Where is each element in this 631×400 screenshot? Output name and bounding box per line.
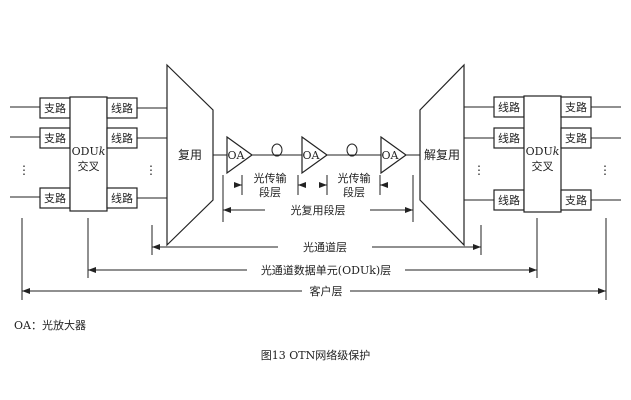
oduk-layer-label: 光通道数据单元(ODUk)层 [261, 263, 391, 277]
right-line-box: 线路 [493, 127, 525, 149]
line-label: 线路 [498, 100, 520, 114]
optical-span: OA OA OA 光传输 段层 光传输 段层 [213, 135, 420, 199]
demultiplexer: 解复用 [419, 63, 465, 247]
left-line-box: 线路 [106, 187, 138, 209]
tributary-label: 支路 [565, 132, 587, 145]
cross-label-line2: 交叉 [78, 159, 100, 173]
line-label: 线路 [498, 131, 520, 145]
optical-amplifier: OA [301, 135, 329, 175]
left-tributary-box: 支路 [39, 97, 71, 119]
fiber-coil-icon [271, 143, 283, 157]
layer-oduk: 光通道数据单元(ODUk)层 [87, 218, 538, 278]
amplifier-label: OA [382, 149, 400, 162]
demux-label: 解复用 [424, 148, 460, 162]
ellipsis-icon: ⋮ [473, 163, 485, 177]
layer-och: 光通道层 [151, 225, 482, 255]
fiber-coil-icon [346, 143, 358, 157]
och-layer-label: 光通道层 [303, 240, 347, 254]
cross-label-line2: 交叉 [532, 159, 554, 173]
line-label: 线路 [111, 191, 133, 205]
right-tributary-box: 支路 [560, 127, 592, 149]
left-line-box: 线路 [106, 97, 138, 119]
tributary-label: 支路 [565, 101, 587, 114]
left-tributary-box: 支路 [39, 187, 71, 209]
right-tributary-box: 支路 [560, 189, 592, 211]
ots-label-line2: 段层 [259, 185, 281, 199]
cross-label-line1: ODUk [526, 145, 560, 158]
tributary-label: 支路 [44, 102, 66, 115]
tributary-label: 支路 [44, 132, 66, 145]
figure-caption: 图13 OTN网络级保护 [260, 349, 371, 362]
multiplexer: 复用 [166, 63, 214, 247]
optical-amplifier: OA [226, 135, 254, 175]
amplifier-label: OA [228, 149, 246, 162]
line-label: 线路 [111, 101, 133, 115]
ots-label-line1: 光传输 [338, 171, 371, 185]
left-oduk-cross-connect: ODUk 交叉 [69, 96, 108, 212]
right-tributary-box: 支路 [560, 96, 592, 118]
right-node: 解复用 ⋮ ⋮ 线路 线路 线路 ODUk 交叉 支路 [419, 63, 621, 247]
right-line-box: 线路 [493, 96, 525, 118]
client-layer-label: 客户层 [310, 284, 343, 298]
amplifier-label: OA [303, 149, 321, 162]
mux-label: 复用 [178, 148, 202, 162]
ots-label-line2: 段层 [343, 185, 365, 199]
right-line-box: 线路 [493, 189, 525, 211]
left-node: 支路 支路 支路 ODUk 交叉 线路 线路 线路 [10, 63, 214, 247]
line-label: 线路 [111, 131, 133, 145]
legend: OA：光放大器 [14, 319, 86, 332]
oms-layer-label: 光复用段层 [291, 203, 346, 217]
tributary-label: 支路 [565, 194, 587, 207]
left-line-box: 线路 [106, 127, 138, 149]
ots-label: 光传输 段层 [338, 171, 371, 199]
ots-label: 光传输 段层 [254, 171, 287, 199]
optical-amplifier: OA [380, 135, 408, 175]
ellipsis-icon: ⋮ [18, 163, 30, 177]
tributary-label: 支路 [44, 192, 66, 205]
cross-label-line1: ODUk [72, 145, 106, 158]
left-tributary-box: 支路 [39, 127, 71, 149]
ellipsis-icon: ⋮ [145, 163, 157, 177]
line-label: 线路 [498, 193, 520, 207]
layer-client: 客户层 [21, 218, 607, 300]
ellipsis-icon: ⋮ [599, 163, 611, 177]
ots-label-line1: 光传输 [254, 171, 287, 185]
layer-oms: 光复用段层 [222, 175, 414, 222]
right-oduk-cross-connect: ODUk 交叉 [523, 95, 562, 213]
